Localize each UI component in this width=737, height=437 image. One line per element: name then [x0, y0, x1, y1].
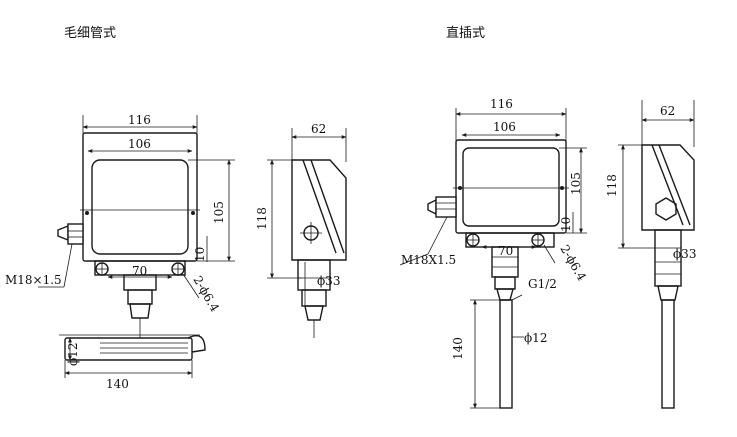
direct-front-view: [399, 108, 587, 409]
direct-dimension-labels: 116 106 105 10 70 2-ϕ6.4 M18X1.5 G1/2 ϕ1…: [401, 97, 696, 360]
cap-width-outer: 116: [128, 113, 151, 127]
cap-holes: 2-ϕ6.4: [190, 274, 222, 315]
title-direct: 直插式: [446, 26, 486, 41]
cap-offset: 10: [193, 247, 207, 262]
cap-base-width: 70: [132, 264, 147, 278]
dir-stem-dia: ϕ33: [673, 247, 696, 261]
dir-pipe-thread: G1/2: [528, 277, 557, 291]
dir-height-inner: 105: [569, 172, 583, 195]
direct-side-view: [618, 100, 695, 409]
dir-thread: M18X1.5: [401, 253, 456, 267]
capillary-side-view: [267, 128, 347, 338]
dir-depth: 62: [660, 104, 675, 118]
capillary-front-view: [38, 115, 235, 378]
cap-bulb-dia: ϕ12: [66, 343, 80, 366]
capillary-dimension-labels: 116 106 105 10 70 2-ϕ6.4 M18×1.5 62 118 …: [5, 113, 340, 391]
cap-height-outer: 118: [255, 207, 269, 230]
cap-height-inner: 105: [212, 201, 226, 224]
cap-bulb-len: 140: [106, 377, 129, 391]
title-capillary: 毛细管式: [64, 26, 117, 41]
dir-base-width: 70: [498, 244, 513, 258]
dir-offset: 10: [559, 217, 573, 232]
cap-stem-dia: ϕ33: [317, 274, 340, 288]
dir-width-inner: 106: [493, 120, 516, 134]
dir-height-outer: 118: [605, 174, 619, 197]
cap-width-inner: 106: [128, 137, 151, 151]
dir-probe-len: 140: [451, 337, 465, 360]
dir-holes: 2-ϕ6.4: [557, 243, 589, 284]
dir-probe-dia: ϕ12: [524, 331, 547, 345]
cap-depth: 62: [311, 122, 326, 136]
cap-thread: M18×1.5: [5, 273, 62, 287]
dir-width-outer: 116: [490, 97, 513, 111]
